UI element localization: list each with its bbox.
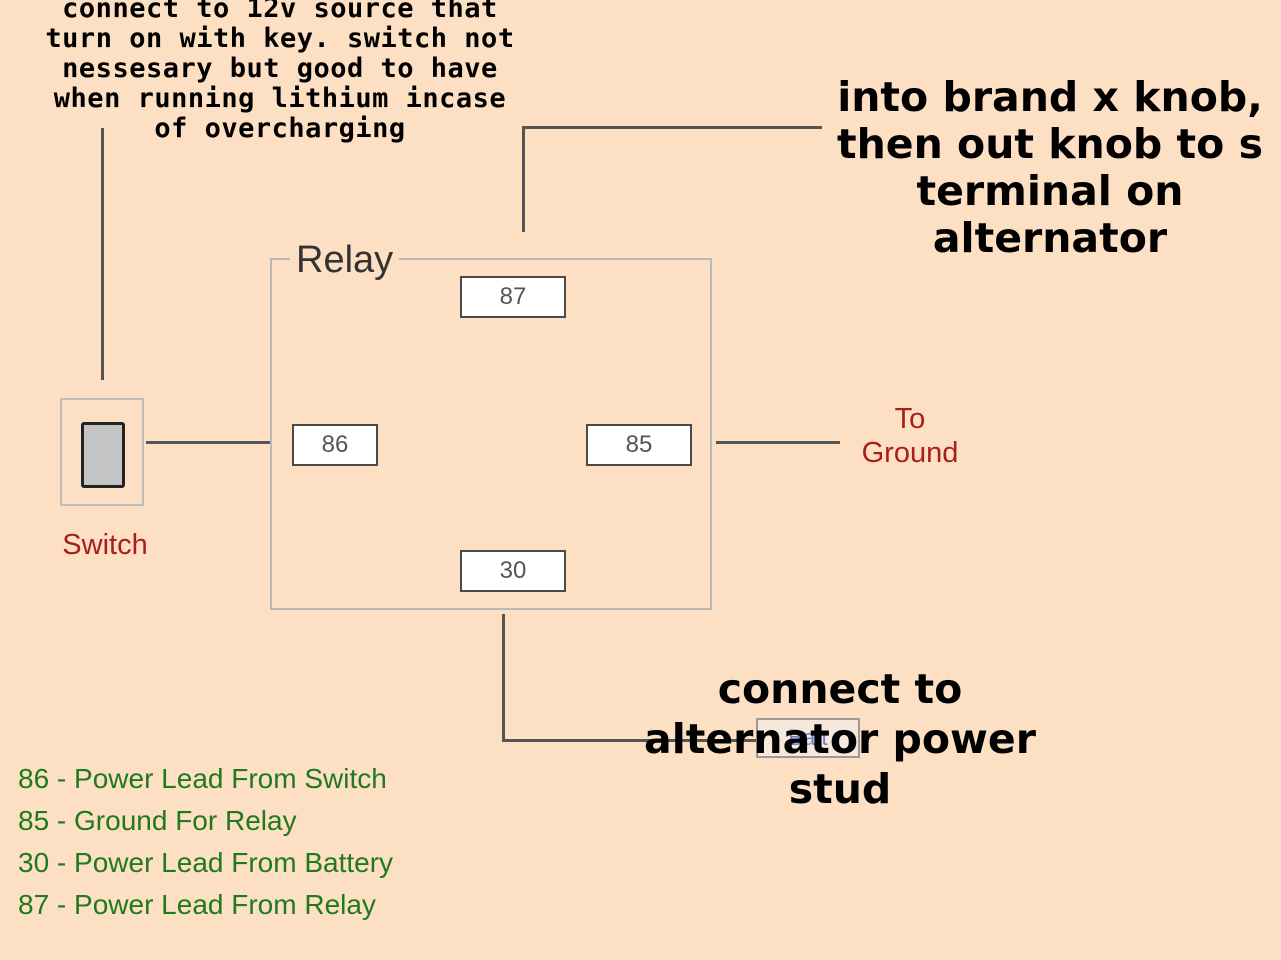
relay-title: Relay bbox=[290, 236, 400, 284]
legend-item-30: 30 - Power Lead From Battery bbox=[18, 847, 394, 878]
legend-item-85: 85 - Ground For Relay bbox=[18, 805, 297, 836]
annotation-12v-source: connect to 12v source that turn on with … bbox=[45, 0, 515, 144]
annotation-alternator-power-stud: connect to alternator power stud bbox=[644, 665, 1036, 813]
legend-item-87: 87 - Power Lead From Relay bbox=[18, 889, 376, 920]
pin-85: 85 bbox=[586, 424, 692, 466]
legend-item-86: 86 - Power Lead From Switch bbox=[18, 763, 387, 794]
relay-box bbox=[270, 258, 712, 610]
ground-label: To Ground bbox=[861, 403, 959, 469]
pin-86: 86 bbox=[292, 424, 378, 466]
wire-30-horizontal bbox=[502, 739, 760, 742]
annotation-brand-x-knob: into brand x knob, then out knob to s te… bbox=[837, 73, 1263, 262]
switch-toggle bbox=[81, 422, 125, 488]
switch-label: Switch bbox=[62, 529, 148, 561]
wire-30-vertical bbox=[502, 614, 505, 742]
battery-box: Batt bbox=[756, 718, 860, 758]
pin-30: 30 bbox=[460, 550, 566, 592]
wire-87-vertical bbox=[522, 126, 525, 232]
wire-switch-to-source bbox=[101, 128, 104, 380]
wire-85-to-ground bbox=[716, 441, 840, 444]
pin-87: 87 bbox=[460, 276, 566, 318]
wire-switch-to-86 bbox=[146, 441, 270, 444]
pin-legend: 86 - Power Lead From Switch 85 - Ground … bbox=[18, 758, 393, 926]
wire-87-horizontal bbox=[522, 126, 822, 129]
switch-frame bbox=[60, 398, 144, 506]
